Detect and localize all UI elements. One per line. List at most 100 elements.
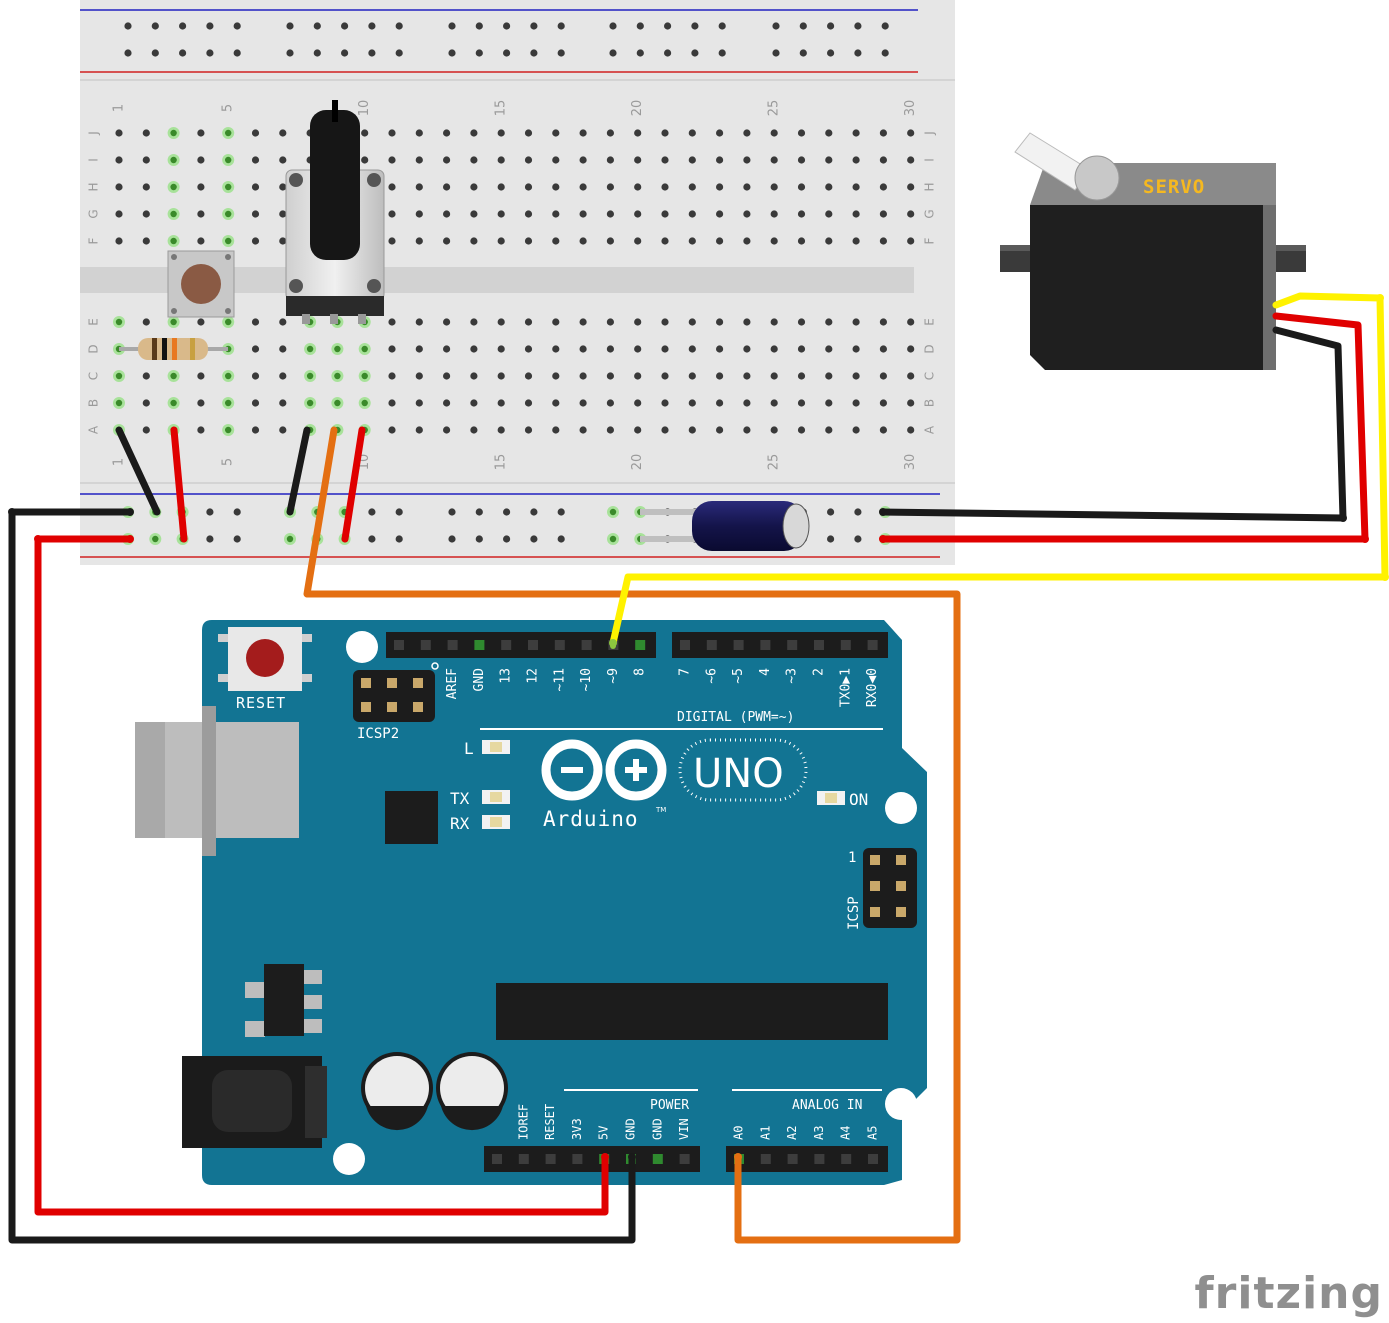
wire-yellow-servo[interactable]: [609, 292, 1389, 647]
breadboard-hole: [552, 318, 560, 326]
reset-button[interactable]: [218, 627, 312, 691]
wire-red-pot[interactable]: [341, 426, 366, 543]
breadboard-hole: [552, 399, 560, 407]
breadboard-rail-hole: [475, 22, 483, 30]
digital-pin-socket: [635, 640, 646, 650]
breadboard-hole: [251, 399, 260, 407]
breadboard-hole: [579, 129, 587, 137]
breadboard-hole: [497, 372, 505, 380]
breadboard-hole: [388, 318, 396, 326]
breadboard-hole: [661, 156, 669, 164]
breadboard-hole: [770, 183, 778, 191]
breadboard-rail-hole: [395, 508, 403, 516]
breadboard-hole: [497, 183, 505, 191]
breadboard-rail-hole: [233, 22, 241, 30]
breadboard-column-number: 1: [112, 458, 127, 466]
breadboard-hole: [606, 372, 615, 380]
push-button[interactable]: [167, 250, 235, 318]
breadboard-hole: [716, 426, 724, 434]
push-button-corner: [171, 254, 177, 260]
wire-end: [34, 535, 42, 543]
servo-motor[interactable]: SERVO: [1000, 132, 1306, 370]
breadboard-hole: [142, 237, 150, 245]
breadboard-hole: [279, 318, 287, 326]
breadboard-rail-hole: [557, 508, 565, 516]
board-capacitor: [361, 1052, 433, 1131]
potentiometer[interactable]: [285, 100, 385, 324]
analog-pin-socket: [868, 1154, 878, 1164]
breadboard-hole: [497, 237, 505, 245]
wire-black-pot[interactable]: [286, 426, 311, 516]
breadboard-hole: [743, 399, 751, 407]
wire-end: [1376, 294, 1384, 302]
breadboard-rail-hole: [691, 49, 699, 57]
breadboard-rail-hole: [503, 535, 511, 543]
wire-red-5v[interactable]: [34, 535, 609, 1216]
wire-red-servo[interactable]: [879, 312, 1369, 543]
breadboard-hole: [443, 345, 451, 353]
breadboard-hole-connected: [170, 372, 177, 380]
breadboard-rail-hole: [313, 22, 321, 30]
wire-black-gnd[interactable]: [8, 508, 636, 1244]
breadboard-row-label: C: [923, 372, 937, 380]
breadboard-hole: [524, 129, 533, 137]
icsp2-pin: [361, 678, 371, 688]
usb-connector-edge: [135, 722, 165, 838]
breadboard-hole: [688, 345, 696, 353]
breadboard-column-number: 10: [357, 100, 372, 117]
breadboard-hole: [388, 345, 396, 353]
breadboard-hole: [688, 129, 696, 137]
breadboard-hole: [825, 237, 833, 245]
resistor: [119, 338, 228, 360]
breadboard-hole: [797, 156, 806, 164]
breadboard-hole: [716, 237, 724, 245]
digital-pin-label: 12: [526, 668, 541, 684]
digital-pin-label: GND: [472, 668, 487, 692]
breadboard-rail-hole: [609, 49, 617, 57]
wire-orange-a0[interactable]: [303, 426, 961, 1244]
breadboard-hole: [443, 399, 451, 407]
breadboard-rail-hole: [233, 508, 241, 516]
servo-horn-hub: [1074, 155, 1120, 201]
breadboard-row-label: G: [87, 209, 101, 218]
wire-black-servo[interactable]: [879, 326, 1347, 522]
breadboard-row-label: I: [923, 158, 937, 162]
icsp2-label: ICSP2: [357, 726, 399, 742]
digital-pin-socket: [814, 640, 824, 650]
breadboard-hole: [552, 426, 560, 434]
capacitor-top: [782, 503, 810, 549]
breadboard-hole: [415, 129, 423, 137]
breadboard-hole: [634, 129, 642, 137]
breadboard-hole: [770, 237, 778, 245]
breadboard-hole: [497, 210, 505, 218]
breadboard-column-number: 15: [494, 100, 509, 117]
wire-black-button[interactable]: [115, 426, 161, 516]
analog-pin-label: A0: [732, 1126, 746, 1140]
breadboard-hole: [852, 399, 860, 407]
breadboard-hole: [634, 237, 642, 245]
wire-end: [126, 535, 134, 543]
breadboard-hole-connected: [306, 372, 314, 380]
breadboard-hole: [634, 210, 642, 218]
digital-pin-socket: [554, 640, 565, 650]
breadboard-hole: [197, 156, 205, 164]
icsp2-pin: [413, 678, 423, 688]
breadboard-hole: [197, 318, 205, 326]
icsp-label: ICSP: [846, 896, 862, 930]
wire-end: [628, 1153, 636, 1161]
digital-pin-socket: [447, 640, 458, 650]
breadboard-column-number: 20: [630, 100, 645, 117]
wire-end: [1339, 514, 1347, 522]
board-capacitor: [436, 1052, 508, 1131]
breadboard-hole: [634, 426, 642, 434]
breadboard-rail-hole: [368, 508, 376, 516]
breadboard-row-label: J: [923, 131, 937, 136]
breadboard-hole: [279, 426, 287, 434]
breadboard-rail-hole: [799, 22, 807, 30]
digital-pin-socket: [394, 640, 404, 650]
wire-red-button[interactable]: [170, 426, 188, 543]
breadboard-hole-connected: [115, 318, 123, 326]
analog-pin-label: A4: [839, 1126, 853, 1140]
analog-label: ANALOG IN: [792, 1098, 862, 1113]
microcontroller-chip: [496, 983, 888, 1040]
